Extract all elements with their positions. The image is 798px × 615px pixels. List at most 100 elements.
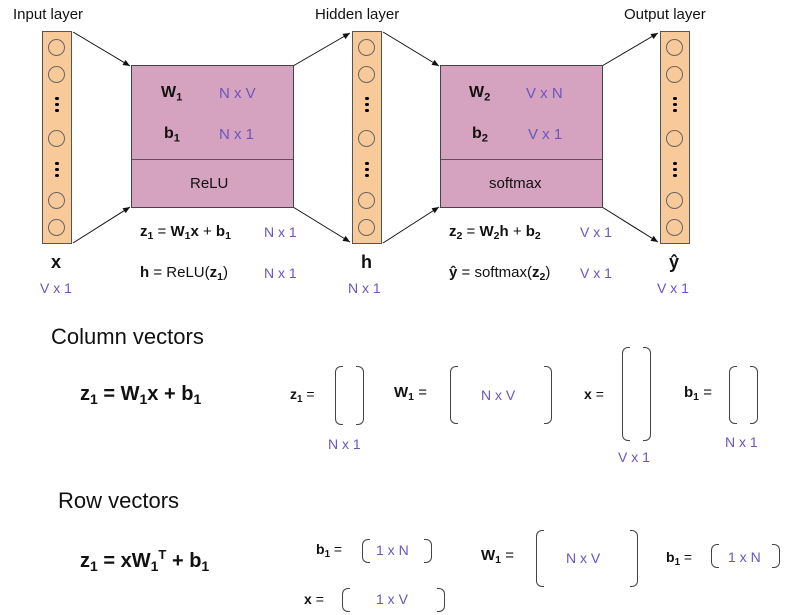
left-bracket <box>362 539 370 563</box>
ellipsis-icon <box>55 159 59 180</box>
input-layer <box>42 31 72 244</box>
col-W1-label: W1 = <box>394 384 427 404</box>
block2-b-label: b2 <box>472 125 489 145</box>
ellipsis-icon <box>365 94 369 115</box>
block1-activation: ReLU <box>190 175 229 192</box>
row-b1-label: b1 = <box>316 541 343 560</box>
hidden-layer <box>352 31 382 244</box>
neuron <box>358 192 375 209</box>
row-vectors-heading: Row vectors <box>58 488 180 513</box>
neuron <box>48 130 65 147</box>
right-bracket <box>424 539 432 563</box>
row-W1-dim: N x V <box>566 550 601 566</box>
left-bracket <box>335 366 343 425</box>
col-b1-label: b1 = <box>684 384 712 404</box>
block1-eq1-dim: N x 1 <box>264 224 297 240</box>
line-block2-top <box>601 32 659 67</box>
ellipsis-icon <box>55 94 59 115</box>
input-dim: V x 1 <box>40 280 72 296</box>
divider <box>132 159 293 160</box>
hidden-layer-title: Hidden layer <box>315 6 400 23</box>
col-W1-dim: N x V <box>481 387 516 403</box>
left-bracket <box>622 347 630 441</box>
left-bracket <box>450 366 458 424</box>
output-dim: V x 1 <box>657 280 689 296</box>
right-bracket <box>630 530 638 587</box>
neuron <box>358 130 375 147</box>
row-x-label: x = <box>304 591 324 607</box>
arrow-input-top <box>72 31 131 67</box>
input-symbol: x <box>51 252 62 272</box>
layer2-weights-box <box>440 65 603 208</box>
right-bracket <box>750 366 758 424</box>
row-b1b-dim: 1 x N <box>728 549 761 565</box>
block2-eq-z2: z2 = W2h + b2 <box>449 223 541 243</box>
block2-activation: softmax <box>489 175 542 192</box>
arrow-hidden-top <box>382 31 440 67</box>
neuron <box>48 192 65 209</box>
arrow-input-bottom <box>72 206 131 244</box>
row-W1-label: W1 = <box>481 547 514 567</box>
arrow-hidden-bottom <box>382 206 440 244</box>
divider <box>441 159 602 160</box>
input-layer-title: Input layer <box>13 6 84 23</box>
left-bracket <box>536 530 544 587</box>
output-symbol: ŷ <box>669 252 680 272</box>
output-layer <box>660 31 690 244</box>
block2-eq2-dim: V x 1 <box>580 265 612 281</box>
right-bracket <box>544 366 552 424</box>
block2-b-dim: V x 1 <box>528 126 563 143</box>
neuron <box>358 39 375 56</box>
line-block1-top <box>292 32 351 67</box>
neuron <box>666 39 683 56</box>
line-block1-bottom <box>292 206 351 243</box>
col-z1-dim: N x 1 <box>328 436 361 452</box>
right-bracket <box>772 544 780 568</box>
col-b1-dim: N x 1 <box>725 434 758 450</box>
left-bracket <box>342 588 350 612</box>
right-bracket <box>437 588 445 612</box>
neuron <box>666 219 683 236</box>
block1-w-label: W1 <box>161 84 183 104</box>
neuron <box>666 130 683 147</box>
left-bracket <box>711 544 719 568</box>
neuron <box>48 219 65 236</box>
block2-w-label: W2 <box>469 84 491 104</box>
col-x-label: x = <box>584 386 604 402</box>
row-x-dim: 1 x V <box>376 591 408 607</box>
neuron <box>666 66 683 83</box>
ellipsis-icon <box>673 94 677 115</box>
row-b1b-label: b1 = <box>666 549 693 568</box>
block2-eq1-dim: V x 1 <box>580 224 612 240</box>
output-layer-title: Output layer <box>624 6 706 23</box>
line-block2-bottom <box>601 206 659 243</box>
block1-b-dim: N x 1 <box>219 126 255 143</box>
neuron <box>358 66 375 83</box>
neuron <box>358 219 375 236</box>
right-bracket <box>643 347 651 441</box>
hidden-symbol: h <box>361 252 372 272</box>
block2-eq-yhat: ŷ = softmax(z2) <box>449 264 551 284</box>
column-eq: z1 = W1x + b1 <box>80 383 202 408</box>
neuron <box>666 192 683 209</box>
row-eq: z1 = xW1T + b1 <box>80 547 210 574</box>
ellipsis-icon <box>673 159 677 180</box>
row-b1-dim: 1 x N <box>376 542 409 558</box>
neuron <box>48 66 65 83</box>
layer1-weights-box <box>131 65 294 208</box>
block1-eq2-dim: N x 1 <box>264 265 297 281</box>
block1-eq-z1: z1 = W1x + b1 <box>140 223 231 243</box>
neuron <box>48 39 65 56</box>
ellipsis-icon <box>365 159 369 180</box>
right-bracket <box>356 366 364 425</box>
col-z1-label: z1 = <box>290 386 315 405</box>
block1-eq-h: h = ReLU(z1) <box>140 264 228 284</box>
left-bracket <box>729 366 737 424</box>
col-x-dim: V x 1 <box>618 449 650 465</box>
block1-w-dim: N x V <box>219 85 256 102</box>
block2-w-dim: V x N <box>526 85 563 102</box>
hidden-dim: N x 1 <box>348 280 381 296</box>
column-vectors-heading: Column vectors <box>51 324 204 349</box>
block1-b-label: b1 <box>164 125 181 145</box>
